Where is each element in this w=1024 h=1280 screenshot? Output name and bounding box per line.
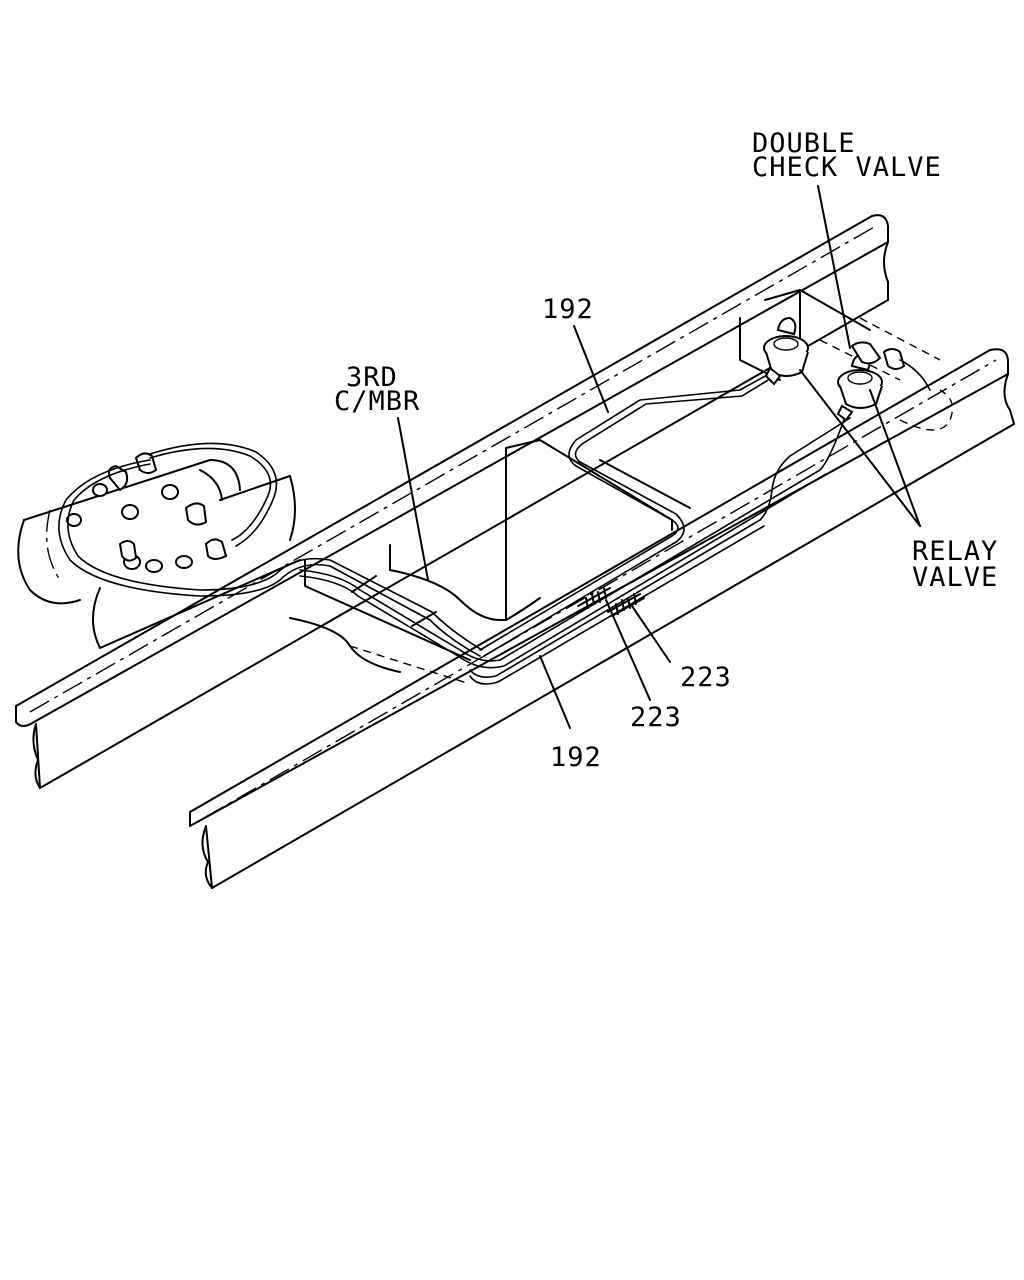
label-third-cross-member: 3RD C/MBR <box>334 362 420 417</box>
near-frame-rail <box>189 348 1015 889</box>
relay-valve-left <box>763 316 809 386</box>
air-tubing <box>58 369 851 685</box>
double-check-valve <box>850 341 931 391</box>
label-relay-valve: RELAY VALVE <box>912 536 998 593</box>
label-relay-valve-line2: VALVE <box>912 562 998 593</box>
coupling-223-left <box>577 587 615 611</box>
relay-valve-right <box>836 352 883 422</box>
far-frame-rail <box>15 214 889 789</box>
coupling-223-right <box>607 593 645 617</box>
label-double-check-valve-line1: DOUBLE <box>752 128 856 159</box>
label-third-cross-member-line2: C/MBR <box>334 386 420 417</box>
label-third-cross-member-line1: 3RD <box>346 362 398 393</box>
label-part-192-upper: 192 <box>542 294 594 325</box>
label-double-check-valve-line2: CHECK VALVE <box>752 152 942 183</box>
label-part-223-right: 223 <box>680 662 732 693</box>
label-double-check-valve: DOUBLE CHECK VALVE <box>752 128 942 183</box>
leader-lines <box>397 185 921 729</box>
air-tank-assembly <box>17 452 301 649</box>
third-cross-member <box>289 439 691 685</box>
label-relay-valve-line1: RELAY <box>912 536 998 567</box>
label-part-192-lower: 192 <box>550 742 602 773</box>
label-part-223-left: 223 <box>630 702 682 733</box>
